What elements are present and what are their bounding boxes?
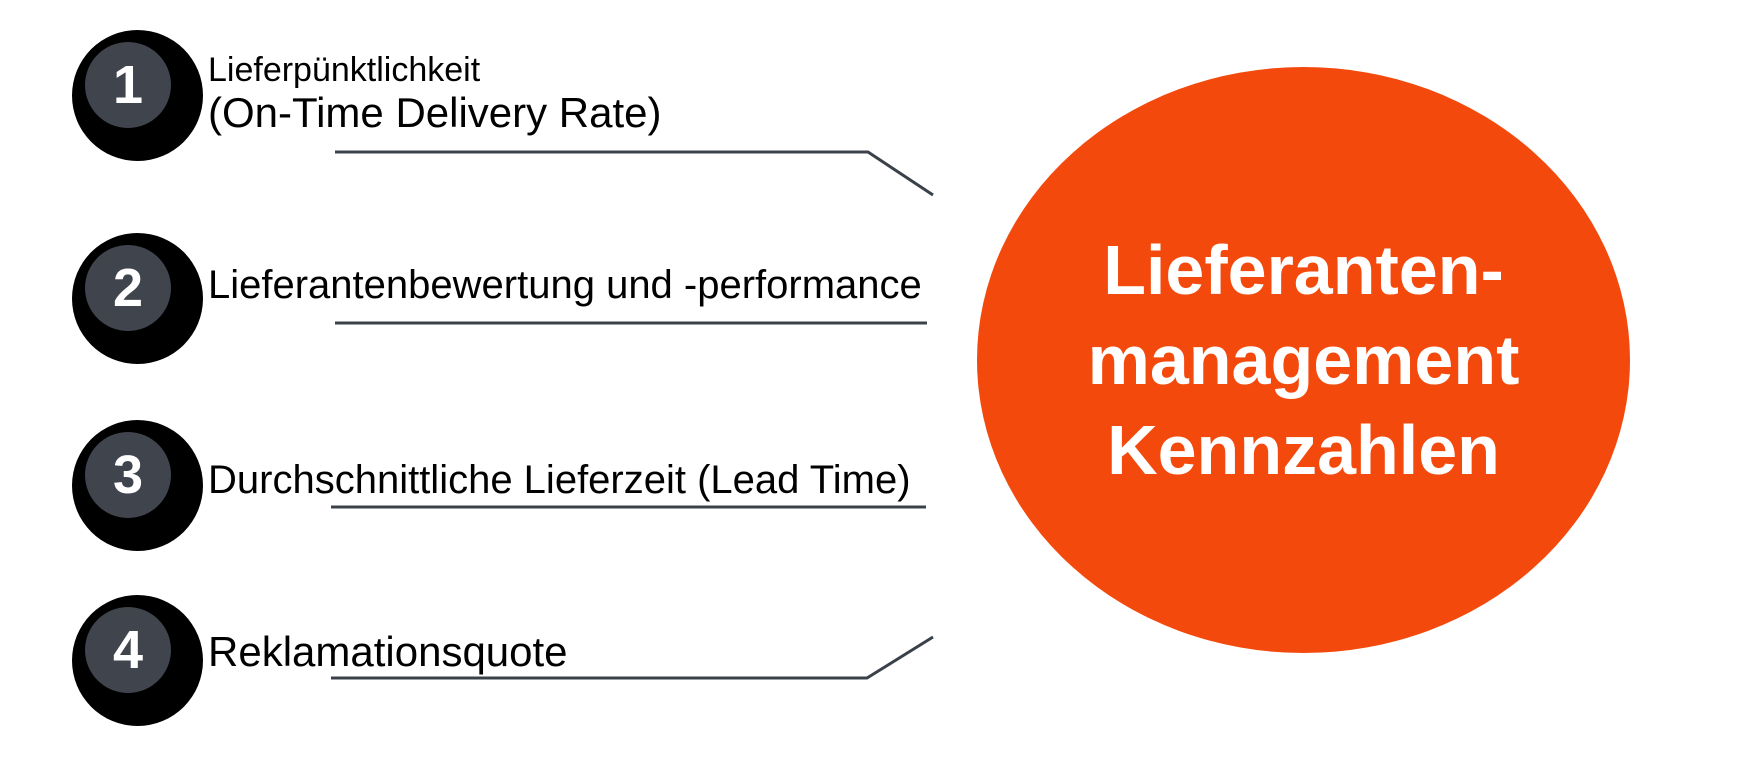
number-badge-2-inner: 2 <box>85 245 171 331</box>
central-title-line-2: management <box>1087 321 1520 399</box>
badge-number-2: 2 <box>112 258 144 318</box>
kpi-label-1-line-2: (On-Time Delivery Rate) <box>208 89 662 136</box>
number-badge-2: 2 <box>72 233 203 364</box>
number-badge-3: 3 <box>72 420 203 551</box>
number-badge-3-inner: 3 <box>85 432 171 518</box>
number-badge-4: 4 <box>72 595 203 726</box>
badge-number-1: 1 <box>112 55 144 115</box>
badge-number-3: 3 <box>112 445 144 505</box>
kpi-label-1: Lieferpünktlichkeit (On-Time Delivery Ra… <box>208 50 662 136</box>
kpi-label-3: Durchschnittliche Lieferzeit (Lead Time) <box>208 458 911 502</box>
badge-number-4: 4 <box>112 620 144 680</box>
central-title-line-1: Lieferanten- <box>1103 231 1504 309</box>
number-badge-1: 1 <box>72 30 203 161</box>
central-circle: Lieferanten- management Kennzahlen <box>977 67 1630 653</box>
central-title-line-3: Kennzahlen <box>1107 411 1500 489</box>
connector-1 <box>335 150 934 197</box>
kpi-label-2: Lieferantenbewertung und -performance <box>208 263 922 307</box>
number-badge-4-inner: 4 <box>85 607 171 693</box>
kpi-label-4: Reklamationsquote <box>208 628 568 675</box>
kpi-label-1-line-1: Lieferpünktlichkeit <box>208 51 481 89</box>
number-badge-1-inner: 1 <box>85 42 171 128</box>
